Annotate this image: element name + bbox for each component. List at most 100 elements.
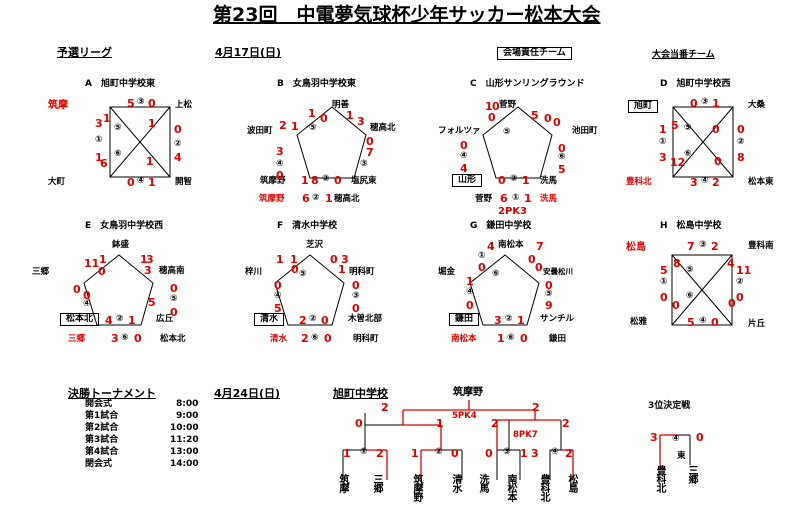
score: 3: [357, 115, 365, 128]
score: 0: [528, 253, 536, 266]
score: 2: [279, 119, 287, 132]
team-label: 安曇松川: [543, 267, 573, 276]
team-label: 松本北: [160, 334, 186, 344]
winner: 清水: [270, 334, 288, 344]
final-date: 4月24日(日): [214, 387, 281, 400]
score: 0: [324, 332, 332, 345]
score: 0: [488, 111, 496, 124]
score: 1: [103, 112, 111, 125]
score: 1: [346, 109, 354, 122]
score: 0: [170, 282, 178, 295]
rank: ④: [551, 447, 559, 457]
score: 8: [673, 257, 681, 270]
score: 1: [325, 192, 333, 205]
score: 0: [366, 135, 374, 148]
score: 0: [174, 123, 182, 136]
score: 1: [146, 155, 154, 168]
champion-label: 筑摩野: [453, 387, 483, 398]
score: 1: [411, 447, 419, 460]
team-label: 松本東: [748, 177, 774, 187]
score: 0: [274, 279, 282, 292]
score: 3: [146, 253, 154, 266]
rank: ②: [312, 193, 320, 203]
score: 1: [466, 275, 474, 288]
team-label: 筑摩: [48, 100, 68, 111]
score: 3: [494, 314, 502, 327]
score: 3: [650, 431, 658, 444]
rank: ②: [309, 314, 317, 324]
team-label: 穂高北: [370, 123, 396, 133]
score: 2: [711, 240, 719, 253]
score: 0: [291, 263, 299, 276]
winner: 南松本: [451, 334, 477, 344]
score: 1: [522, 174, 530, 187]
winner: 筑摩野: [259, 194, 285, 204]
rank: ④: [83, 299, 91, 309]
score: 9: [545, 299, 553, 312]
score: 0: [737, 123, 745, 136]
score: 1: [338, 263, 346, 276]
score: 1: [99, 253, 107, 266]
score: 2: [712, 176, 720, 189]
score: 0: [478, 261, 486, 274]
team-label: 豊科北: [626, 177, 652, 187]
group-e-pentagon: [83, 254, 154, 326]
score: 1: [485, 100, 493, 113]
team-label: 塩尻東: [351, 176, 377, 186]
team-label: 菅野: [475, 194, 493, 204]
final-heading: 決勝トーナメント: [68, 387, 156, 400]
team-label-boxed: 旭町: [628, 100, 659, 113]
team-label: 松島: [626, 242, 646, 253]
score: 0: [728, 297, 736, 310]
team-label: 明科町: [349, 267, 375, 277]
score: 4: [460, 162, 468, 175]
group-g-label: G 鎌田中学校: [470, 221, 532, 231]
team-label: フォルツァ: [438, 126, 481, 136]
group-b-label: B 女鳥羽中学校東: [277, 79, 356, 89]
team-label: 大町: [48, 177, 66, 187]
score: 1: [291, 120, 299, 133]
rank: ②: [510, 174, 518, 184]
group-c-pentagon: [482, 106, 553, 179]
score: 4: [105, 314, 113, 327]
score: 6: [100, 157, 108, 170]
rank: ⑥: [558, 152, 566, 162]
score: 11: [736, 264, 752, 277]
team-label: 豊科南: [748, 241, 774, 251]
team-label: 片丘: [748, 319, 766, 329]
rank: ①: [659, 137, 667, 147]
score: 3: [659, 151, 667, 164]
score: 0: [485, 447, 493, 460]
rank: ⑤: [309, 123, 317, 133]
final-venue: 旭町中学校: [333, 387, 388, 400]
score: 12: [670, 156, 686, 169]
score: 1: [140, 253, 148, 266]
rank: ③: [352, 291, 360, 301]
prelim-heading: 予選リーグ: [57, 46, 112, 59]
score: 0: [451, 447, 459, 460]
rank: ④: [460, 151, 468, 161]
score: 0: [73, 283, 81, 296]
team-label: 広丘: [156, 314, 174, 324]
rank: ⑥: [684, 149, 692, 159]
team-label: 芝沢: [306, 240, 324, 250]
score: 0: [355, 417, 363, 430]
third-venue: 東: [677, 451, 686, 461]
score: 0: [492, 100, 500, 113]
team-label: 三郷: [32, 267, 50, 277]
bracket-team: 筑摩: [337, 474, 348, 492]
score: 1: [95, 151, 103, 164]
score: 0: [672, 299, 680, 312]
rank: ②: [737, 137, 745, 147]
rank: ④: [466, 287, 474, 297]
score: 0: [330, 253, 338, 266]
score: 0: [696, 431, 704, 444]
group-f-label: F 清水中学校: [277, 221, 338, 231]
rank: ②: [116, 314, 124, 324]
score: 0: [558, 142, 566, 155]
rank: ④: [701, 176, 709, 186]
score: 5: [531, 109, 539, 122]
rank: ⑥: [121, 333, 129, 343]
rank: ④: [137, 176, 145, 186]
third-team: 三郷: [686, 465, 697, 483]
